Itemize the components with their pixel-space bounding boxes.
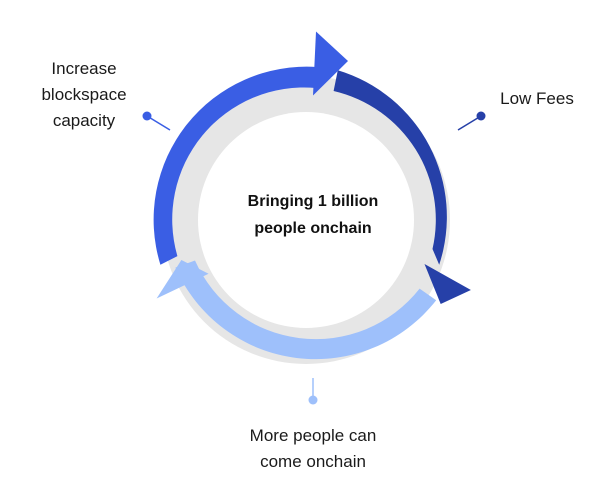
connector-dot-more-people	[308, 395, 318, 405]
label-increase-line-2: blockspace	[41, 85, 126, 104]
low-fees-arc	[333, 70, 471, 304]
label-increase-blockspace: Increase blockspace capacity	[41, 59, 126, 130]
center-circle	[198, 112, 414, 328]
label-increase-line-3: capacity	[53, 111, 116, 130]
center-title: Bringing 1 billion people onchain	[248, 193, 379, 237]
label-increase-line-1: Increase	[51, 59, 116, 78]
connector-dot-low-fees	[476, 111, 486, 121]
label-more-people-line-1: More people can	[250, 426, 377, 445]
label-more-people: More people can come onchain	[250, 426, 377, 471]
more-people-arc	[156, 260, 437, 360]
connector-more-people	[308, 378, 318, 405]
increase-blockspace-arc	[153, 31, 348, 265]
connector-low-fees	[457, 111, 486, 131]
label-low-fees: Low Fees	[500, 89, 574, 108]
connector-increase	[142, 111, 171, 131]
label-more-people-line-2: come onchain	[260, 452, 366, 471]
center-title-line-1: Bringing 1 billion	[248, 193, 379, 210]
center-title-line-2: people onchain	[254, 220, 371, 237]
connector-dot-increase	[142, 111, 152, 121]
